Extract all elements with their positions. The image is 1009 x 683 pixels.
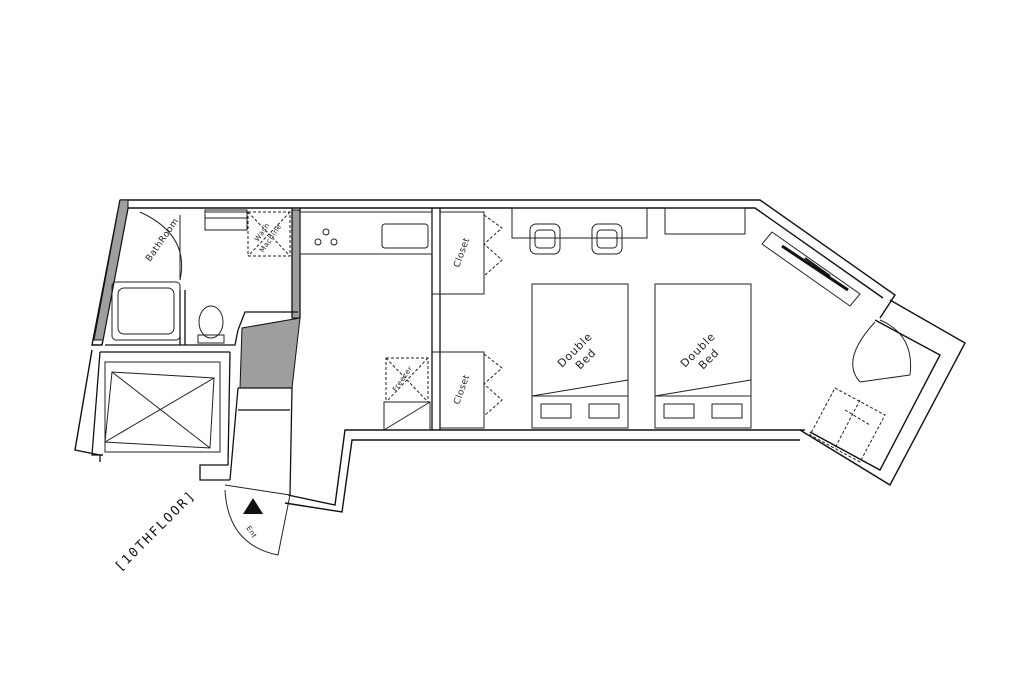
bedroom-furniture: [511, 207, 752, 429]
closet-lower-label: Closet: [452, 373, 472, 406]
kitchen: [299, 211, 433, 431]
freezer-label: Freezer: [391, 365, 414, 394]
floor-label: [10THFLOOR]: [112, 488, 199, 575]
closet-upper-label: Closet: [452, 236, 472, 269]
entrance-label: Ent: [244, 525, 258, 540]
entrance-arrow-icon: [243, 498, 263, 514]
balcony-storage: [809, 387, 886, 463]
elevator-shaft: [104, 361, 221, 453]
tv-unit: [761, 231, 861, 307]
closets: [432, 211, 503, 429]
bathroom-label: BathRoom: [144, 217, 181, 264]
outer-walls: [74, 199, 966, 513]
balcony-door: [852, 319, 912, 383]
entrance-door: [224, 484, 291, 556]
structural-columns: [93, 199, 301, 389]
bathroom: [111, 209, 291, 344]
